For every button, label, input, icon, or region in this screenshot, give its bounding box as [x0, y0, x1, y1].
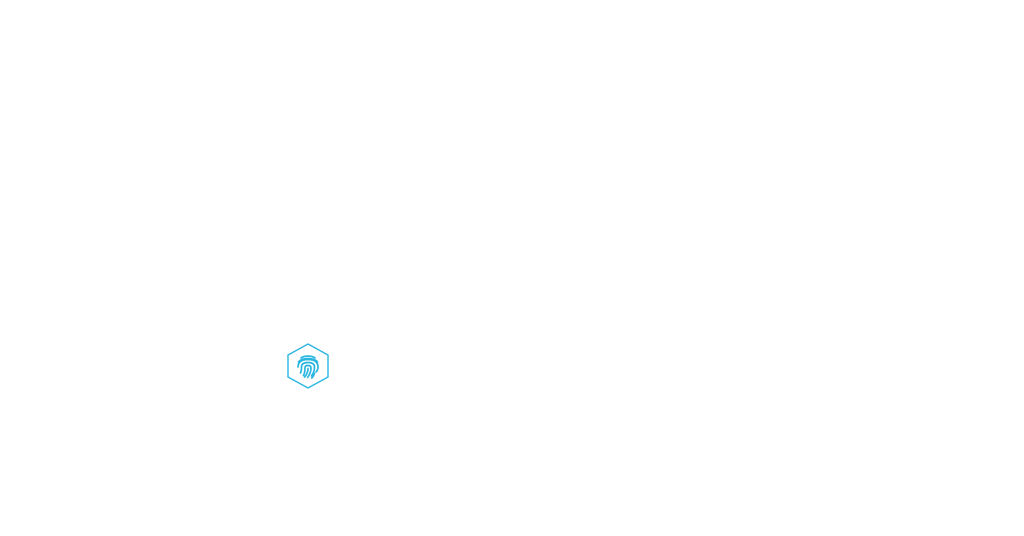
fingerprint-icon: [287, 343, 329, 389]
fingerprint-lines: [297, 355, 319, 379]
fingerprint-badge[interactable]: [286, 343, 330, 389]
